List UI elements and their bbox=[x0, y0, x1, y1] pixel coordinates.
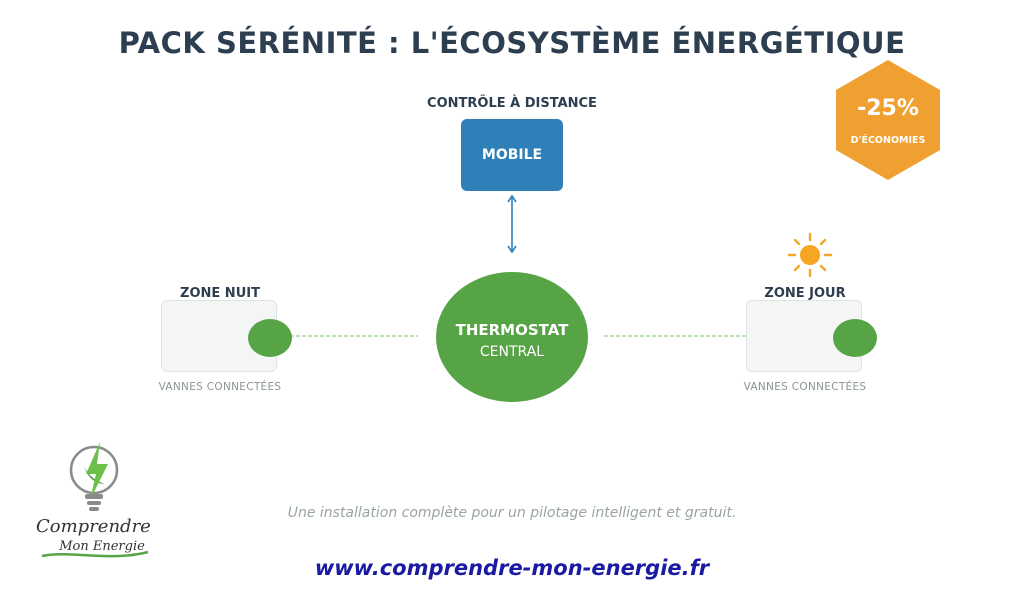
moon-icon bbox=[194, 236, 226, 272]
zone-night-title: ZONE NUIT bbox=[180, 286, 260, 301]
zone-day-title: ZONE JOUR bbox=[764, 286, 846, 301]
logo-swoosh bbox=[41, 550, 149, 558]
thermostat-title: THERMOSTAT bbox=[455, 321, 569, 339]
night-valve-icon bbox=[248, 319, 292, 357]
caption-text: Une installation complète pour un pilota… bbox=[287, 505, 737, 521]
savings-hexagon-icon bbox=[836, 60, 940, 180]
page-title: PACK SÉRÉNITÉ : L'ÉCOSYSTÈME ÉNERGÉTIQUE bbox=[118, 26, 906, 60]
website-link[interactable]: www.comprendre-mon-energie.fr bbox=[314, 556, 710, 580]
sun-icon bbox=[787, 232, 833, 278]
zone-night-subtitle: VANNES CONNECTÉES bbox=[158, 381, 282, 393]
logo-text-line2: Mon Energie bbox=[59, 539, 145, 554]
mobile-node: MOBILE bbox=[461, 119, 563, 191]
logo-text-line1: Comprendre bbox=[36, 516, 151, 537]
thermostat-node: THERMOSTAT CENTRAL bbox=[436, 272, 588, 402]
savings-value: -25% bbox=[857, 96, 919, 121]
day-valve-icon bbox=[833, 319, 877, 357]
mobile-label: MOBILE bbox=[481, 147, 543, 163]
night-connector-line bbox=[290, 335, 418, 337]
lightbulb-bolt-icon bbox=[69, 442, 119, 511]
thermostat-subtitle: CENTRAL bbox=[479, 344, 545, 360]
zone-day-subtitle: VANNES CONNECTÉES bbox=[743, 381, 867, 393]
savings-label: D'ÉCONOMIES bbox=[850, 135, 926, 146]
remote-control-label: CONTRÔLE À DISTANCE bbox=[427, 96, 597, 111]
bidirectional-arrow-icon bbox=[507, 194, 517, 254]
